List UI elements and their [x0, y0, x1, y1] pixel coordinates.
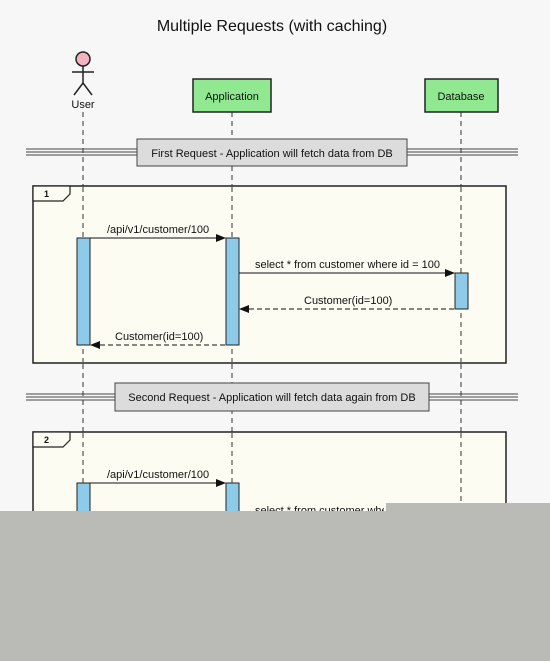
section-label-second: Second Request - Application will fetch …: [128, 392, 415, 404]
activation-application-1: [225, 237, 240, 346]
group-frame-1: [32, 185, 507, 364]
section-divider-second: [26, 382, 518, 412]
user-actor-icon: [72, 51, 94, 96]
application-box: [192, 78, 272, 113]
application-label: Application: [205, 91, 259, 103]
message-label-2: select * from customer where id = 100: [255, 259, 440, 271]
message-label-4: Customer(id=100): [115, 331, 203, 343]
gray-overlay-notch: [386, 503, 550, 513]
gray-overlay: [0, 511, 550, 661]
section-label-first: First Request - Application will fetch d…: [151, 148, 392, 160]
diagram-title: Multiple Requests (with caching): [157, 18, 387, 35]
group-label-1: 1: [44, 189, 49, 199]
database-label: Database: [437, 91, 484, 103]
message-label-3: Customer(id=100): [304, 295, 392, 307]
database-box: [424, 78, 499, 113]
message-label-1: /api/v1/customer/100: [107, 224, 209, 236]
message-label-5: /api/v1/customer/100: [107, 469, 209, 481]
group-label-2: 2: [44, 435, 49, 445]
user-label: User: [71, 99, 95, 111]
activation-database-1: [454, 272, 469, 310]
section-divider-first: [26, 138, 518, 167]
activation-user-1: [76, 237, 91, 346]
